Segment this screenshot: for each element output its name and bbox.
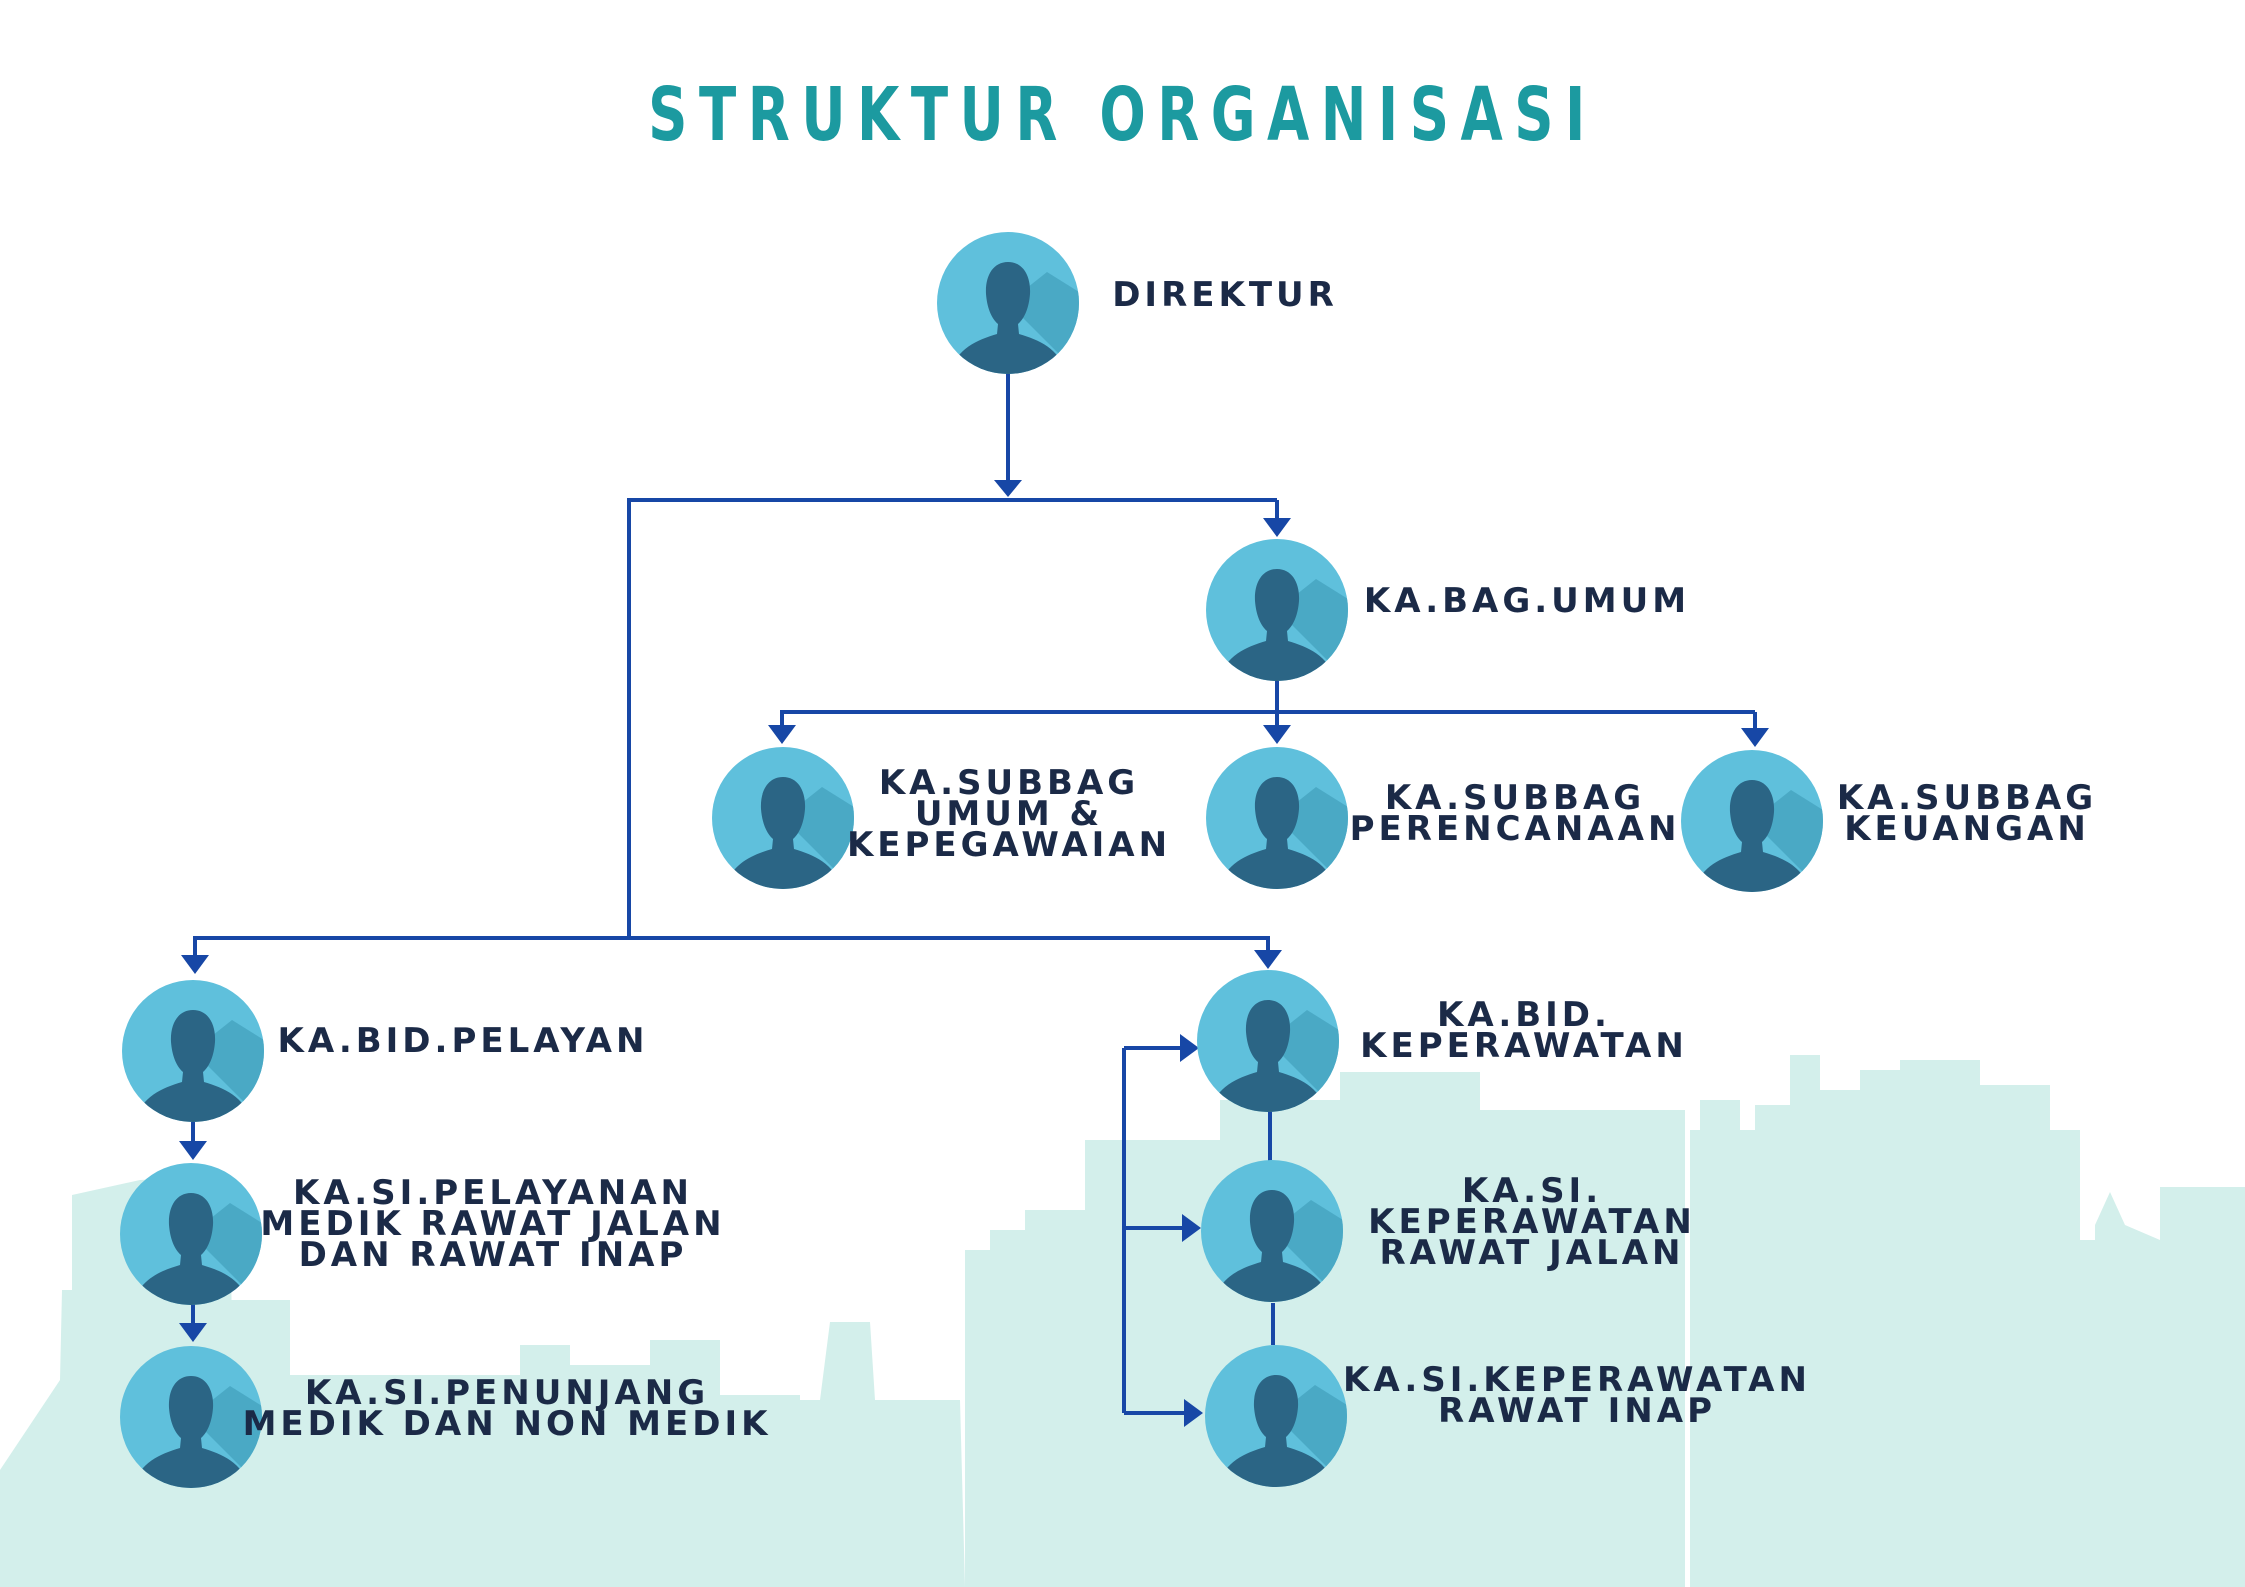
label-line: PERENCANAAN bbox=[1349, 809, 1681, 849]
label-line: DAN RAWAT INAP bbox=[298, 1235, 688, 1275]
label-line: KA.BAG.UMUM bbox=[1363, 581, 1691, 621]
person-silhouette-icon bbox=[132, 1193, 262, 1305]
person-silhouette-icon bbox=[1693, 780, 1823, 892]
person-silhouette-icon bbox=[1218, 777, 1348, 889]
person-silhouette-icon bbox=[949, 262, 1079, 374]
label-line: KEPERAWATAN bbox=[1368, 1202, 1696, 1242]
avatar-kasi-keperawatan-rawat-inap bbox=[1205, 1345, 1347, 1487]
label-line: KA.BID. bbox=[1437, 995, 1611, 1035]
label-kabid-pelayan: KA.BID.PELAYAN bbox=[277, 1021, 649, 1061]
label-line: KA.SI.PELAYANAN bbox=[292, 1173, 694, 1213]
avatar-direktur bbox=[937, 232, 1079, 374]
avatar-kabid-keperawatan bbox=[1197, 970, 1339, 1112]
label-kabid-keperawatan: KA.BID.KEPERAWATAN bbox=[1360, 995, 1688, 1066]
person-silhouette-icon bbox=[1218, 569, 1348, 681]
label-line: DIREKTUR bbox=[1112, 275, 1338, 315]
label-line: KA.SUBBAG bbox=[878, 763, 1140, 803]
label-line: MEDIK DAN NON MEDIK bbox=[242, 1404, 772, 1444]
avatar-subbag-keuangan bbox=[1681, 750, 1823, 892]
page-title: STRUKTUR ORGANISASI bbox=[648, 72, 1597, 158]
label-line: RAWAT JALAN bbox=[1379, 1233, 1685, 1273]
person-silhouette-icon bbox=[1217, 1375, 1347, 1487]
person-silhouette-icon bbox=[134, 1010, 264, 1122]
label-line: RAWAT INAP bbox=[1438, 1391, 1716, 1431]
label-line: KA.BID.PELAYAN bbox=[277, 1021, 649, 1061]
person-silhouette-icon bbox=[724, 777, 854, 889]
avatar-kabid-pelayan bbox=[122, 980, 264, 1122]
avatar-subbag-perencanaan bbox=[1206, 747, 1348, 889]
label-line: KEPEGAWAIAN bbox=[846, 825, 1172, 865]
label-line: UMUM & bbox=[914, 794, 1104, 834]
person-silhouette-icon bbox=[132, 1376, 262, 1488]
avatar-kasi-penunjang bbox=[120, 1346, 262, 1488]
label-line: KA.SI.PENUNJANG bbox=[304, 1373, 710, 1413]
label-line: MEDIK RAWAT JALAN bbox=[260, 1204, 726, 1244]
label-line: KEUANGAN bbox=[1844, 809, 2090, 849]
avatar-kasi-pelayanan bbox=[120, 1163, 262, 1305]
arrow-head bbox=[994, 480, 1022, 497]
label-line: KA.SUBBAG bbox=[1384, 778, 1646, 818]
avatar-kasi-keperawatan-rawat-jalan bbox=[1201, 1160, 1343, 1302]
label-kabag-umum: KA.BAG.UMUM bbox=[1363, 581, 1691, 621]
label-line: KEPERAWATAN bbox=[1360, 1026, 1688, 1066]
label-direktur: DIREKTUR bbox=[1112, 275, 1338, 315]
label-line: KA.SUBBAG bbox=[1836, 778, 2098, 818]
avatar-kabag-umum bbox=[1206, 539, 1348, 681]
person-silhouette-icon bbox=[1213, 1190, 1343, 1302]
person-silhouette-icon bbox=[1209, 1000, 1339, 1112]
label-line: KA.SI.KEPERAWATAN bbox=[1343, 1360, 1811, 1400]
avatar-subbag-umum-kepegawaian bbox=[712, 747, 854, 889]
label-line: KA.SI. bbox=[1461, 1171, 1603, 1211]
